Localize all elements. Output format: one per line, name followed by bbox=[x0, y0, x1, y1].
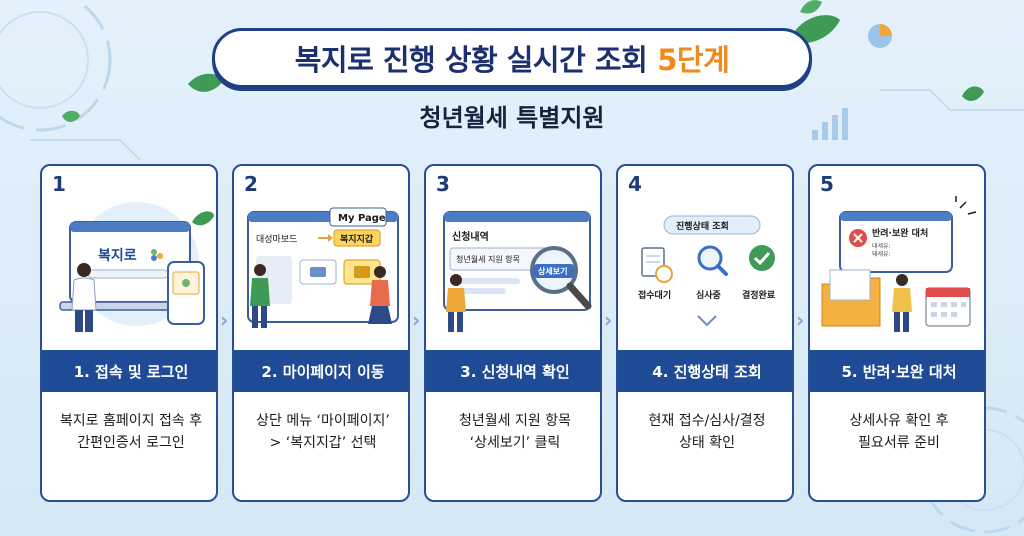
desc-line: 현재 접수/심사/결정 bbox=[648, 413, 766, 429]
calendar-icon bbox=[925, 287, 971, 327]
step-number: 3 bbox=[436, 172, 450, 196]
desc-line: 상세사유 확인 후 bbox=[849, 413, 949, 429]
chevron-right-icon: › bbox=[412, 308, 421, 332]
mypage-illustration: 대성마보드 My Page 복지지갑 bbox=[247, 207, 399, 328]
desc-line: > ‘복지지갑’ 선택 bbox=[269, 435, 377, 451]
mypage-text: My Page bbox=[338, 213, 386, 224]
site-logo-text: 복지로 bbox=[98, 248, 137, 264]
chevron-right-icon: › bbox=[220, 308, 229, 332]
status-reviewing: 심사중 bbox=[696, 289, 721, 301]
step-description: 현재 접수/심사/결정 상태 확인 bbox=[624, 410, 790, 454]
rejection-heading: 반려·보완 대처 bbox=[872, 227, 928, 239]
status-received: 접수대기 bbox=[638, 289, 671, 301]
person-icon bbox=[368, 266, 392, 324]
bar-chart-icon bbox=[812, 108, 848, 140]
chevron-right-icon: › bbox=[796, 308, 805, 332]
magnifier-icon bbox=[697, 245, 728, 276]
person-icon bbox=[250, 264, 270, 328]
step-number: 2 bbox=[244, 172, 258, 196]
status-decided: 결정완료 bbox=[742, 289, 776, 301]
step-card-5: 5 반려·보완 대처 대세유: 돼세유: 5. 반려·보완 bbox=[808, 164, 986, 502]
person-icon bbox=[446, 274, 466, 332]
dashboard-text: 대성마보드 bbox=[256, 234, 297, 245]
pie-chart-icon bbox=[868, 24, 892, 48]
chevron-down-icon bbox=[697, 315, 717, 327]
person-icon bbox=[71, 263, 97, 332]
document-clock-icon bbox=[641, 247, 673, 283]
history-text: 신청내역 bbox=[452, 230, 489, 243]
step-description: 상세사유 확인 후 필요서류 준비 bbox=[816, 410, 982, 454]
desc-line: 상태 확인 bbox=[679, 435, 735, 451]
step-card-4: 4 진행상태 조회 접수대기 심사중 결정완료 4. 진행상태 조회 현재 접수… bbox=[616, 164, 794, 502]
smartphone-icon bbox=[167, 261, 205, 325]
desc-line: 상단 메뉴 ‘마이페이지’ bbox=[256, 413, 390, 429]
chevron-right-icon: › bbox=[604, 308, 613, 332]
login-illustration: 복지로 bbox=[59, 202, 214, 332]
step-number: 1 bbox=[52, 172, 66, 196]
status-illustration: 진행상태 조회 접수대기 심사중 결정완료 bbox=[638, 215, 776, 327]
desc-line: 복지로 홈페이지 접속 후 bbox=[59, 413, 203, 429]
reason-line: 대세유: bbox=[872, 242, 891, 250]
step-title: 3. 신청내역 확인 bbox=[426, 350, 600, 392]
step-description: 복지로 홈페이지 접속 후 간편인증서 로그인 bbox=[48, 410, 214, 454]
step-description: 청년월세 지원 항목 ‘상세보기’ 클릭 bbox=[432, 410, 598, 454]
step-card-2: 2 대성마보드 My Page 복지지갑 2. 마이페이지 이동 상단 메뉴 ‘… bbox=[232, 164, 410, 502]
title-accent: 5단계 bbox=[657, 43, 730, 77]
desc-line: 간편인증서 로그인 bbox=[77, 435, 185, 451]
item-text: 청년월세 지원 항목 bbox=[456, 254, 520, 264]
desc-line: 청년월세 지원 항목 bbox=[459, 413, 571, 429]
wallet-text: 복지지갑 bbox=[340, 233, 374, 245]
desc-line: 필요서류 준비 bbox=[858, 435, 940, 451]
step-title: 4. 진행상태 조회 bbox=[618, 350, 792, 392]
history-illustration: 신청내역 청년월세 지원 항목 상세보기 bbox=[443, 211, 592, 332]
rejection-illustration: 반려·보완 대처 대세유: 돼세유: bbox=[821, 196, 977, 332]
error-icon bbox=[849, 229, 867, 247]
reason-line: 돼세유: bbox=[872, 250, 891, 258]
detail-button-text: 상세보기 bbox=[538, 266, 567, 276]
person-icon bbox=[892, 274, 912, 332]
page-title: 복지로 진행 상황 실시간 조회 5단계 bbox=[212, 28, 812, 88]
folder-icon bbox=[821, 269, 881, 327]
step-title: 1. 접속 및 로그인 bbox=[42, 350, 216, 392]
step-title: 5. 반려·보완 대처 bbox=[810, 350, 984, 392]
desc-line: ‘상세보기’ 클릭 bbox=[469, 435, 561, 451]
magnifier-icon: 상세보기 bbox=[530, 246, 592, 310]
step-title: 2. 마이페이지 이동 bbox=[234, 350, 408, 392]
step-description: 상단 메뉴 ‘마이페이지’ > ‘복지지갑’ 선택 bbox=[240, 410, 406, 454]
title-main: 복지로 진행 상황 실시간 조회 bbox=[294, 43, 648, 77]
page-subtitle: 청년월세 특별지원 bbox=[419, 104, 605, 132]
status-pill-text: 진행상태 조회 bbox=[676, 220, 729, 232]
step-number: 5 bbox=[820, 172, 834, 196]
step-card-1: 1 복지로 1. 접속 및 로그인 복지로 홈페이지 접속 후 간편인증서 로그… bbox=[40, 164, 218, 502]
step-card-3: 3 신청내역 청년월세 지원 항목 상세보기 3. 신청내역 확인 청년월세 지… bbox=[424, 164, 602, 502]
step-number: 4 bbox=[628, 172, 642, 196]
check-badge-icon bbox=[749, 245, 775, 271]
